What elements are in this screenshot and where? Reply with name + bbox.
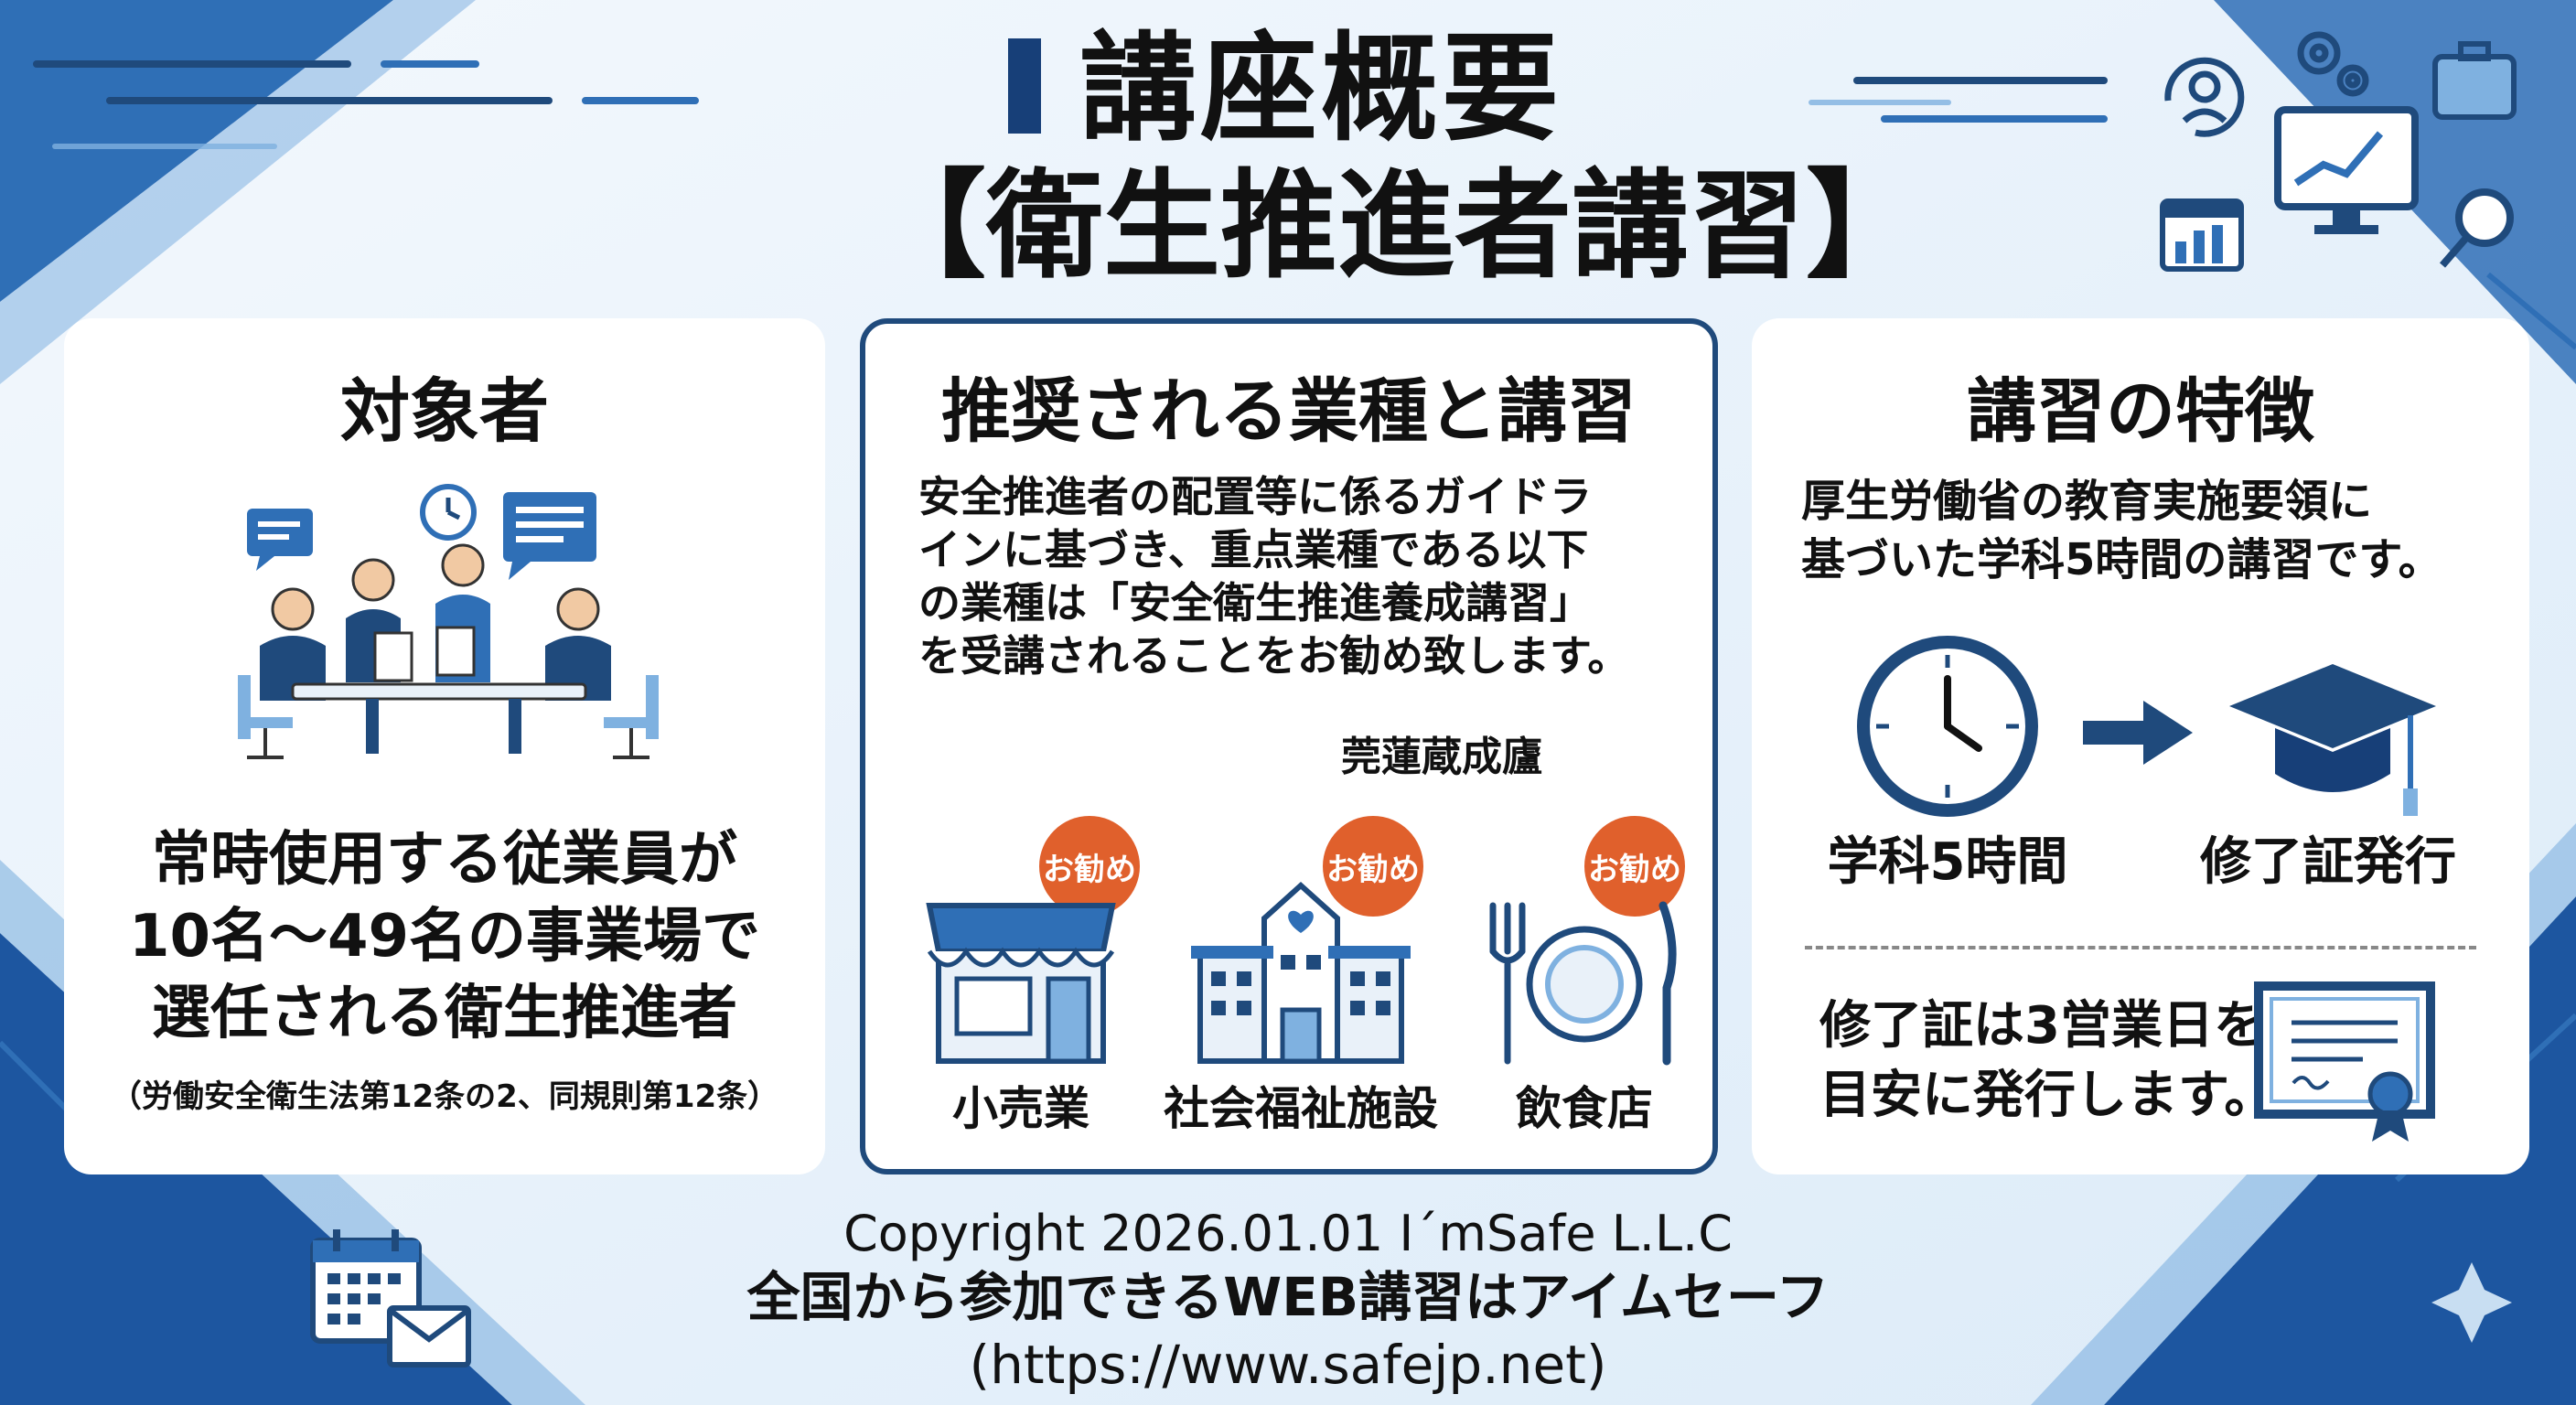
recommend-badge-retail: お勧め: [1039, 816, 1140, 917]
features-desc-line-2: 基づいた学科5時間の講習です。: [1801, 534, 2442, 585]
footer-copyright: Copyright 2026.01.01 I´mSafe L.L.C: [843, 1205, 1733, 1262]
target-line-3: 選任される衛生推進者: [152, 980, 737, 1047]
target-line-2: 10名～49名の事業場で: [128, 903, 761, 971]
user-sync-icon: [2164, 57, 2245, 137]
industries-desc-line-1: 安全推進者の配置等に係るガイドラ: [918, 472, 1592, 521]
industries-desc-line-4: を受講されることをお勧め致します。: [918, 631, 1630, 681]
recommended-industries-panel: 推奨される業種と講習 安全推進者の配置等に係るガイドラ インに基づき、重点業種で…: [860, 318, 1718, 1174]
footer-tagline: 全国から参加できるWEB講習はアイムセーフ: [746, 1266, 1830, 1328]
calendar-mail-icon: [310, 1229, 471, 1367]
industry-label-welfare: 社会福祉施設: [1164, 1082, 1438, 1135]
course-features-panel: 講習の特徴 厚生労働省の教育実施要領に 基づいた学科5時間の講習です。 学科5時…: [1752, 318, 2529, 1174]
certificate-icon: [2254, 981, 2435, 1142]
step-course-hours: 学科5時間: [1827, 832, 2068, 892]
industries-desc-line-3: の業種は「安全衛生推進養成講習」: [918, 578, 1592, 627]
target-line-1: 常時使用する従業員が: [152, 826, 737, 894]
recommend-badge-restaurant: お勧め: [1584, 816, 1685, 917]
industry-label-restaurant: 飲食店: [1516, 1082, 1653, 1135]
target-panel-title: 対象者: [340, 370, 549, 452]
business-meeting-illustration: [238, 484, 659, 759]
magnifier-icon: [2439, 188, 2514, 268]
dining-plate-icon: [1489, 901, 1677, 1066]
briefcase-icon: [2432, 41, 2517, 120]
target-audience-panel: 対象者 常時使用する: [64, 318, 825, 1174]
footer-url-link[interactable]: (https://www.safejp.net): [969, 1334, 1607, 1396]
gear-icon: [2297, 31, 2369, 97]
industries-desc-line-2: インに基づき、重点業種である以下: [918, 525, 1589, 574]
business-icons-cluster: [2160, 31, 2517, 272]
features-panel-title: 講習の特徴: [1967, 370, 2314, 452]
recommend-badge-welfare: お勧め: [1323, 816, 1423, 917]
page-title: 講座概要: [1079, 21, 1563, 157]
graduation-cap-icon: [2229, 664, 2436, 816]
care-facility-icon: [1191, 881, 1411, 1064]
monitor-chart-icon: [2274, 106, 2419, 234]
step-certificate-issue: 修了証発行: [2200, 832, 2456, 892]
certificate-note-line-2: 目安に発行します。: [1819, 1066, 2276, 1125]
title-accent-bar: [1008, 38, 1041, 134]
target-legal-note: （労働安全衛生法第12条の2、同規則第12条）: [110, 1078, 779, 1115]
industries-subheading: 莞蓮蔵成廬: [1341, 734, 1542, 780]
industries-panel-title: 推奨される業種と講習: [941, 370, 1637, 452]
industry-label-retail: 小売業: [952, 1082, 1089, 1135]
page-subtitle: 【衛生推進者講習】: [869, 158, 1924, 295]
storefront-icon: [926, 903, 1116, 1064]
features-divider: [1805, 946, 2476, 949]
calendar-chart-icon: [2160, 198, 2244, 272]
arrow-right-icon: [2083, 701, 2193, 765]
clock-icon: [1857, 636, 2038, 817]
certificate-note-line-1: 修了証は3営業日を: [1819, 996, 2265, 1056]
features-desc-line-1: 厚生労働省の教育実施要領に: [1801, 476, 2373, 527]
